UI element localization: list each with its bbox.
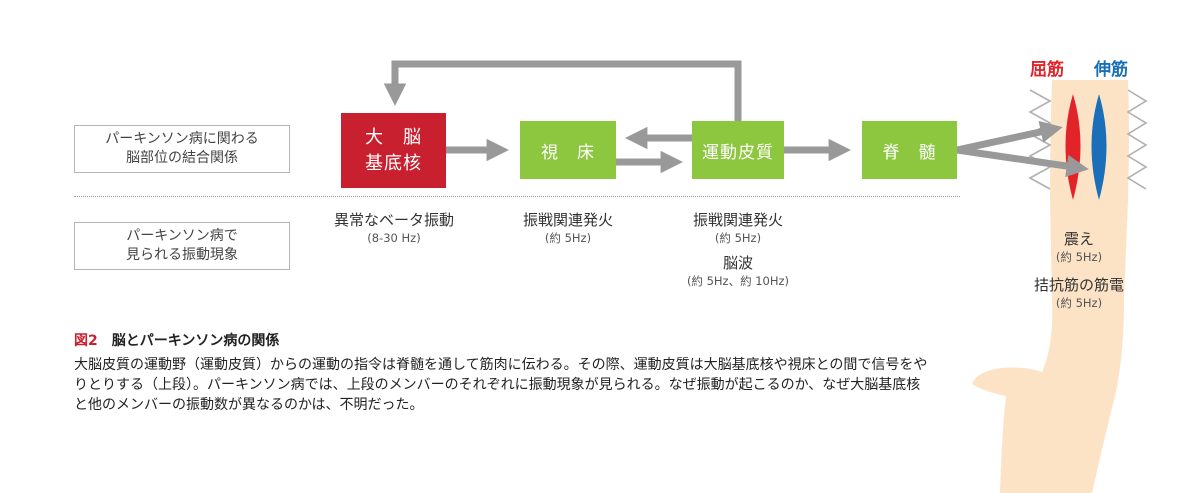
connection-row-label-line1: パーキンソン病に関わる: [105, 131, 259, 147]
phenomenon-thalamus: 振戦関連発火 (約 5Hz): [498, 210, 638, 247]
phenomenon-basal-ganglia-sub: (8-30 Hz): [367, 231, 421, 245]
tremor-zigzag-right: [1126, 89, 1148, 190]
node-spinal-cord-label: 脊 髄: [882, 142, 937, 163]
node-basal-ganglia-line2: 基底核: [365, 152, 422, 174]
node-spinal-cord: 脊 髄: [862, 121, 957, 179]
row-divider: [74, 196, 960, 197]
connection-row-label-line2: 脳部位の結合関係: [126, 150, 238, 166]
extensor-muscle: [1091, 94, 1107, 200]
extensor-label: 伸筋: [1094, 60, 1128, 80]
figure-number: 図2: [74, 333, 98, 349]
phenomenon-thalamus-sub: (約 5Hz): [544, 231, 592, 245]
phenomenon-motor-cortex-main: 振戦関連発火: [692, 211, 783, 229]
arrow-spinal-cord-to-extensor: [956, 146, 1089, 178]
phenomenon-thalamus-main: 振戦関連発火: [522, 211, 613, 229]
oscillation-row-label-line1: パーキンソン病で: [126, 228, 238, 244]
node-basal-ganglia: 大 脳 基底核: [341, 113, 446, 188]
node-motor-cortex: 運動皮質: [692, 121, 784, 179]
phenomenon-motor-cortex: 振戦関連発火 (約 5Hz) 脳波 (約 5Hz、約 10Hz): [658, 210, 818, 290]
node-motor-cortex-label: 運動皮質: [702, 142, 774, 163]
figure-caption: 図2 脳とパーキンソン病の関係 大脳皮質の運動野（運動皮質）からの運動の指令は脊髄…: [74, 331, 934, 415]
figure-title: 脳とパーキンソン病の関係: [111, 333, 280, 349]
phenomenon-motor-cortex-sub: (約 5Hz): [714, 231, 762, 245]
connection-row-label: パーキンソン病に関わる 脳部位の結合関係: [74, 125, 290, 173]
oscillation-row-label: パーキンソン病で 見られる振動現象: [74, 222, 290, 270]
node-thalamus-label: 視 床: [541, 142, 595, 163]
arrow-spinal-cord-to-flexor: [956, 120, 1063, 154]
tremor-freq: (約 5Hz): [1055, 250, 1103, 264]
flexor-label: 屈筋: [1030, 60, 1064, 80]
phenomenon-eeg-main: 脳波: [722, 254, 753, 272]
tremor-label: 震え: [1063, 230, 1094, 248]
emg-label: 拮抗筋の筋電: [1033, 276, 1124, 294]
phenomenon-eeg-sub: (約 5Hz、約 10Hz): [686, 274, 790, 288]
hand-fingers: [1020, 430, 1082, 493]
arrow-cortex-to-basal-ganglia: [383, 60, 742, 121]
phenomenon-basal-ganglia: 異常なベータ振動 (8-30 Hz): [314, 210, 474, 247]
tremor-zigzag-left: [1028, 89, 1052, 190]
arm-silhouette: [972, 80, 1129, 493]
emg-freq: (約 5Hz): [1055, 296, 1103, 310]
arm-phenomena: 震え (約 5Hz) 拮抗筋の筋電 (約 5Hz): [1018, 229, 1140, 311]
oscillation-row-label-line2: 見られる振動現象: [126, 247, 238, 263]
caption-body: 大脳皮質の運動野（運動皮質）からの運動の指令は脊髄を通して筋肉に伝わる。その際、…: [74, 357, 928, 413]
phenomenon-basal-ganglia-main: 異常なベータ振動: [333, 211, 454, 229]
caption-heading: 図2 脳とパーキンソン病の関係: [74, 331, 934, 351]
node-thalamus: 視 床: [520, 121, 616, 179]
node-basal-ganglia-line1: 大 脳: [365, 126, 422, 148]
